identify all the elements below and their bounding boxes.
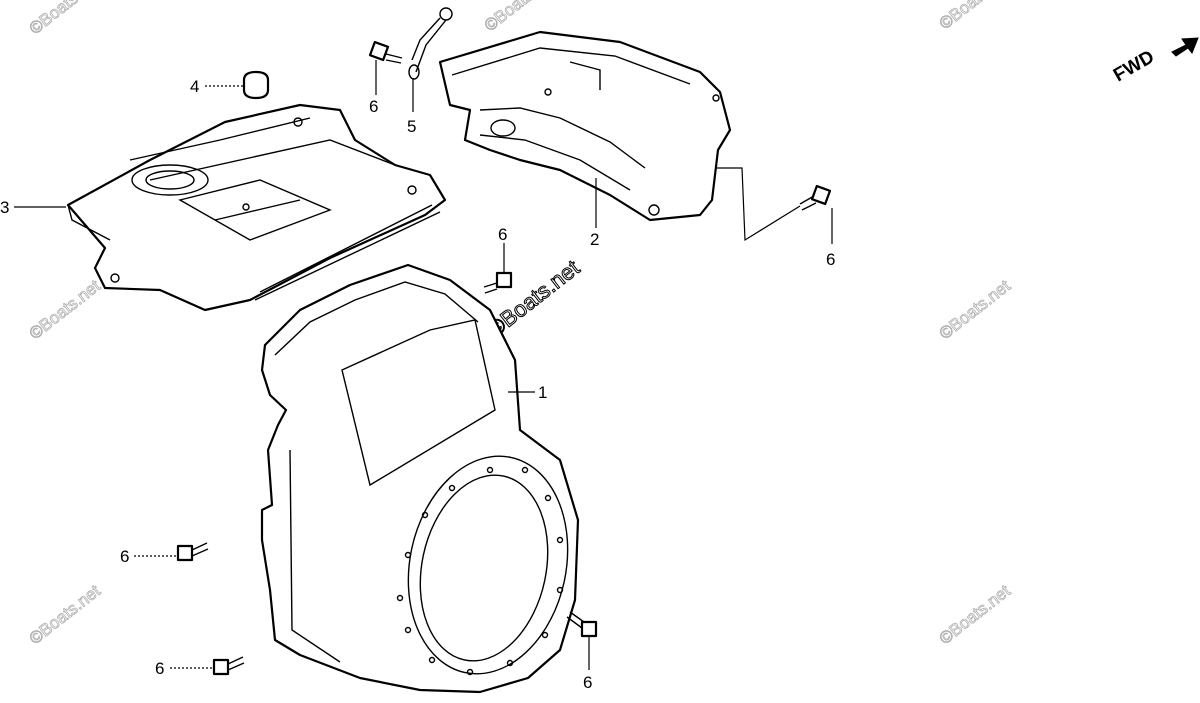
watermark-mid-left: ©Boats.net (26, 276, 104, 343)
leader-lines (14, 60, 833, 670)
part-1-fan-shroud (260, 263, 580, 694)
bolt-bottom-right (566, 611, 598, 638)
callout-part-1: 1 (538, 383, 547, 402)
callout-part-2: 2 (590, 230, 599, 249)
watermark-bottom-right: ©Boats.net (936, 581, 1014, 648)
bolt-right (799, 184, 832, 211)
callout-bolt-bottom-right: 6 (583, 673, 592, 692)
fwd-label: FWD (1110, 47, 1158, 87)
fwd-indicator: FWD (1110, 37, 1199, 87)
watermark-top-right: ©Boats.net (936, 0, 1014, 33)
callout-bolt-left: 6 (120, 547, 129, 566)
bolt-center (483, 271, 513, 294)
callout-labels: 1 2 3 4 5 6 6 6 6 6 6 (0, 77, 835, 692)
callout-part-4: 4 (190, 77, 199, 96)
callout-bolt-bottom-left: 6 (155, 659, 164, 678)
callout-bolt-right: 6 (826, 250, 835, 269)
watermark-top-left: ©Boats.net (26, 0, 104, 38)
callout-bolt-top: 6 (369, 97, 378, 116)
callout-part-3: 3 (0, 198, 9, 217)
fwd-arrow-icon (1171, 37, 1199, 57)
part-2-side-shroud (438, 30, 732, 222)
callout-bolt-center: 6 (498, 225, 507, 244)
part-5-clip (408, 7, 453, 80)
watermark-mid-right: ©Boats.net (936, 276, 1014, 343)
part-4-cap (242, 70, 270, 100)
bolt-bottom-left (212, 656, 245, 676)
watermark-top-mid: ©Boats.net (481, 0, 559, 35)
bolt-top (368, 40, 403, 64)
bolt-left (176, 542, 209, 562)
part-3-top-shroud (66, 103, 447, 312)
callout-part-5: 5 (407, 117, 416, 136)
watermark-bottom-left: ©Boats.net (26, 581, 104, 648)
